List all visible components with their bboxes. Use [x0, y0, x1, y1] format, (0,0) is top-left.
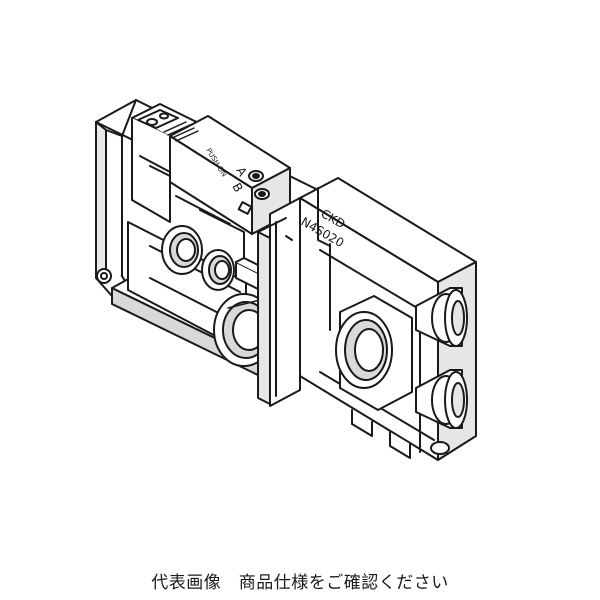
caption: 代表画像 商品仕様をご確認ください: [151, 573, 449, 593]
sub-plate-port: [335, 295, 413, 411]
solenoid-housing: [131, 103, 291, 235]
push-in-fitting-lower: [415, 369, 468, 429]
valve-manifold-illustration: PUSH ON A B: [95, 99, 477, 461]
port-fitting-2: [201, 249, 235, 291]
push-in-fitting-upper: [415, 287, 468, 347]
port-fitting-1: [161, 225, 203, 275]
separator-plate: [257, 197, 301, 407]
